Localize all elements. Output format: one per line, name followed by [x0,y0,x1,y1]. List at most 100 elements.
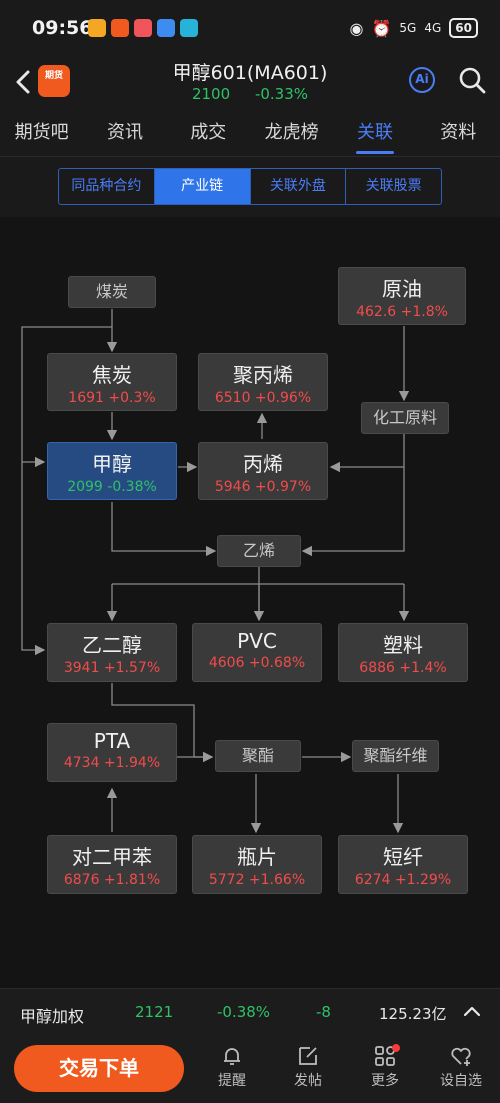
summary-name: 甲醇加权 [20,1007,85,1026]
node-paraxylene[interactable]: 对二甲苯 6876 +1.81% [47,835,177,894]
node-chemical-materials: 化工原料 [361,402,449,434]
node-staple-fiber-quote: 6274 +1.29% [354,872,452,888]
book-app-icon [180,19,198,37]
node-crude-oil-quote: 462.6 +1.8% [356,304,448,320]
chat-app-icon [157,19,175,37]
node-propylene-quote: 5946 +0.97% [214,479,312,495]
nav-add-watchlist[interactable]: 设自选 [431,1040,491,1090]
notification-icons [88,19,198,37]
node-coke-quote: 1691 +0.3% [68,390,156,406]
node-coke[interactable]: 焦炭 1691 +0.3% [47,353,177,411]
price-line: 2100 -0.33% [0,85,500,103]
node-staple-fiber[interactable]: 短纤 6274 +1.29% [338,835,468,894]
nav-post-label: 发帖 [294,1073,322,1089]
nav-post[interactable]: 发帖 [278,1040,338,1090]
nav-reminder[interactable]: 提醒 [202,1040,262,1090]
node-coke-name: 焦炭 [92,363,132,387]
app-logo-icon: 期货 [38,65,70,97]
node-bottle-chip-name: 瓶片 [237,845,277,869]
node-ethylene-glycol-name: 乙二醇 [82,633,142,657]
tab-forum[interactable]: 期货吧 [14,122,69,143]
node-ethylene-glycol[interactable]: 乙二醇 3941 +1.57% [47,623,177,682]
ai-assistant-icon[interactable]: Ai [409,67,435,93]
node-bottle-chip[interactable]: 瓶片 5772 +1.66% [192,835,322,894]
node-polyester: 聚酯 [215,740,301,772]
node-plastic[interactable]: 塑料 6886 +1.4% [338,623,468,682]
edit-icon [299,1047,317,1065]
bottom-bar: 交易下单 提醒 发帖 更多 设自选 [0,1034,500,1103]
system-icons: ◉ ⏰ 5G 4G 60 [350,18,478,38]
node-coal: 煤炭 [68,276,156,308]
node-methanol[interactable]: 甲醇 2099 -0.38% [47,442,177,500]
clock: 09:56 [32,17,93,39]
segment-control: 同品种合约 产业链 关联外盘 关联股票 [58,168,442,205]
tab-trades[interactable]: 成交 [190,122,227,143]
nav-reminder-label: 提醒 [218,1073,246,1089]
futures-app-icon [111,19,129,37]
node-ethylene-glycol-quote: 3941 +1.57% [63,660,161,676]
tab-news[interactable]: 资讯 [106,122,143,143]
nav-add-watchlist-label: 设自选 [440,1073,482,1089]
segment-same-contracts[interactable]: 同品种合约 [59,169,155,204]
node-propylene-name: 丙烯 [243,452,283,476]
node-staple-fiber-name: 短纤 [383,845,423,869]
segment-related-stocks[interactable]: 关联股票 [365,178,422,194]
change-percent: -0.33% [254,85,309,103]
node-methanol-quote: 2099 -0.38% [67,479,157,495]
node-methanol-name: 甲醇 [92,452,132,476]
segment-foreign-markets[interactable]: 关联外盘 [251,169,347,204]
summary-price: 2121 [135,1003,174,1021]
node-polyester-fiber: 聚酯纤维 [352,740,439,772]
node-propylene[interactable]: 丙烯 5946 +0.97% [198,442,328,500]
bell-icon [224,1048,240,1065]
header: 期货 甲醇601(MA601) 2100 -0.33% Ai [0,58,500,110]
node-paraxylene-name: 对二甲苯 [72,845,152,869]
search-icon[interactable] [458,66,486,94]
summary-change-percent: -0.38% [217,1003,271,1021]
battery-icon: 60 [449,18,478,38]
node-crude-oil-name: 原油 [382,277,422,301]
tab-leaderboard[interactable]: 龙虎榜 [264,122,319,143]
node-plastic-quote: 6886 +1.4% [359,660,447,676]
node-plastic-name: 塑料 [383,633,423,657]
tab-profile[interactable]: 资料 [440,122,477,143]
summary-change: -8 [316,1003,331,1021]
nav-more[interactable]: 更多 [355,1040,415,1090]
eye-icon: ◉ [349,18,364,38]
signal-5g-icon: 5G [399,21,417,35]
current-price: 2100 [191,85,231,103]
node-pta-name: PTA [93,729,131,753]
tab-related[interactable]: 关联 [333,110,416,156]
segment-bar: 同品种合约 产业链 关联外盘 关联股票 [0,157,500,217]
chain-connectors [21,309,410,834]
signal-4g-icon: 4G [424,21,442,35]
alarm-icon: ⏰ [371,18,392,38]
node-polypropylene-quote: 6510 +0.96% [214,390,312,406]
node-pvc-name: PVC [237,629,277,653]
node-bottle-chip-quote: 5772 +1.66% [208,872,306,888]
status-bar: 09:56 ◉ ⏰ 5G 4G 60 [0,0,500,58]
node-pta-quote: 4734 +1.94% [63,755,161,771]
heart-app-icon [88,19,106,37]
node-pta[interactable]: PTA 4734 +1.94% [47,723,177,782]
node-ethylene: 乙烯 [217,535,301,567]
main-tabs: 期货吧 资讯 成交 龙虎榜 关联 资料 [0,110,500,157]
node-paraxylene-quote: 6876 +1.81% [63,872,161,888]
grid-app-icon [134,19,152,37]
segment-industry-chain[interactable]: 产业链 [154,169,251,204]
contract-title: 甲醇601(MA601) [172,62,328,84]
nav-more-label: 更多 [371,1073,399,1089]
notification-dot [392,1044,400,1052]
weighted-summary-row[interactable]: 甲醇加权 2121 -0.38% -8 125.23亿 [0,988,500,1034]
chevron-up-icon[interactable] [462,1003,482,1019]
back-icon[interactable] [10,66,38,98]
node-polypropylene[interactable]: 聚丙烯 6510 +0.96% [198,353,328,411]
summary-volume: 125.23亿 [379,1005,447,1023]
node-pvc[interactable]: PVC 4606 +0.68% [192,623,322,682]
node-crude-oil[interactable]: 原油 462.6 +1.8% [338,267,466,325]
industry-chain-diagram: 煤炭 原油 462.6 +1.8% 焦炭 1691 +0.3% 聚丙烯 6510… [0,217,500,987]
node-pvc-quote: 4606 +0.68% [208,655,306,671]
node-polypropylene-name: 聚丙烯 [233,363,293,387]
trade-order-button[interactable]: 交易下单 [14,1045,184,1092]
heart-plus-icon [451,1047,471,1066]
